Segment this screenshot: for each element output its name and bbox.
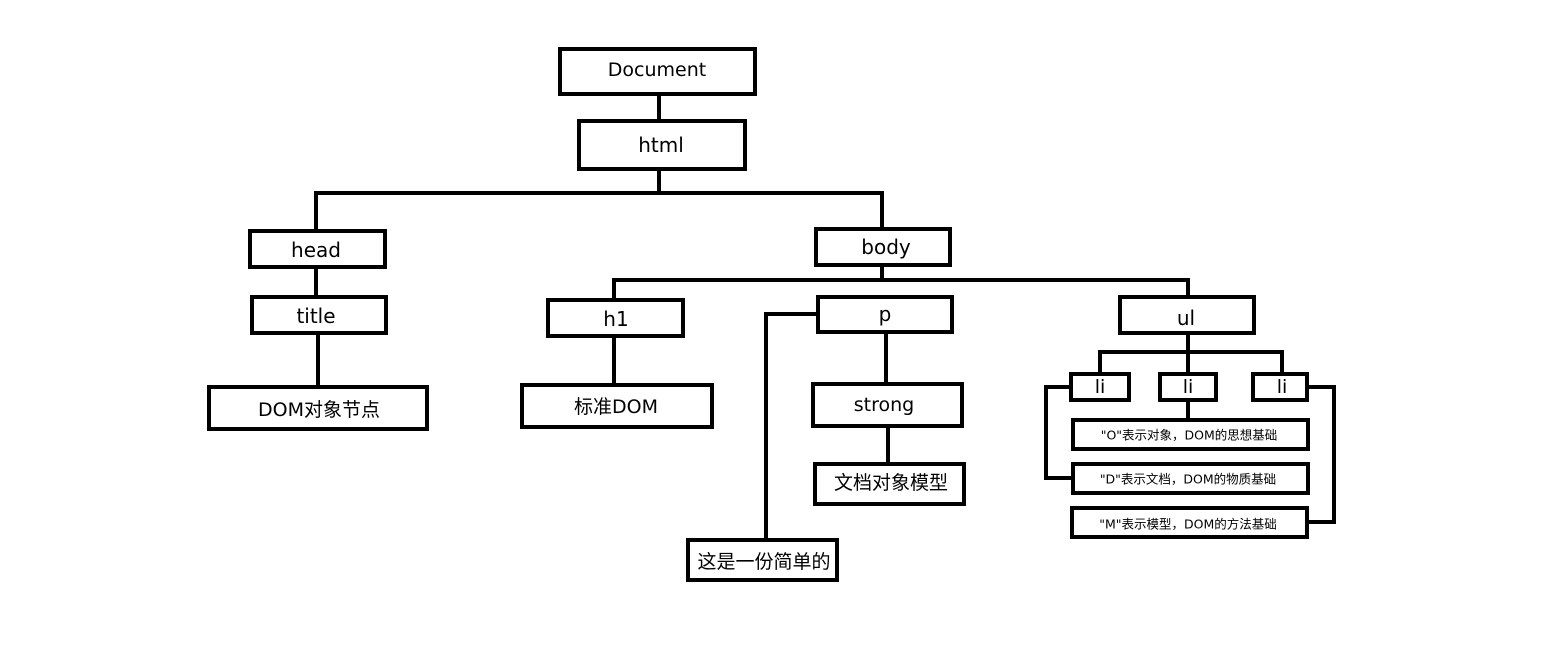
connector-p-text xyxy=(764,312,820,542)
node-p-text-box xyxy=(686,538,839,582)
node-li-2-text: "O"表示对象，DOM的思想基础 xyxy=(1071,418,1310,451)
node-p-label: p xyxy=(879,302,892,326)
node-html-box xyxy=(577,119,747,171)
node-strong-label: strong xyxy=(854,394,914,416)
node-head: head xyxy=(248,229,387,269)
node-ul-label: ul xyxy=(1177,306,1195,330)
node-title-text-label: DOM对象节点 xyxy=(258,399,380,421)
node-body: body xyxy=(814,227,952,267)
node-li-1-text-label: "O"表示对象，DOM的思想基础 xyxy=(1101,428,1278,443)
node-title-text: DOM对象节点 xyxy=(207,385,429,431)
node-strong: strong xyxy=(811,382,964,428)
node-strong-text-box xyxy=(813,462,966,506)
node-body-label: body xyxy=(861,235,911,259)
connector-li1-text xyxy=(1044,385,1075,480)
node-li-3: li xyxy=(1251,372,1309,402)
node-document-label: Document xyxy=(608,59,706,81)
node-ul: ul xyxy=(1118,295,1256,335)
node-li-1: li xyxy=(1069,372,1131,402)
node-html-label: html xyxy=(638,133,684,157)
node-strong-box xyxy=(811,382,964,428)
node-h1-label: h1 xyxy=(603,307,628,331)
connector-li3-text xyxy=(1305,385,1336,524)
node-li-3-text: "M"表示模型，DOM的方法基础 xyxy=(1070,506,1309,539)
connectors xyxy=(314,92,1336,542)
connector-body-children xyxy=(612,263,1190,302)
node-title-box xyxy=(250,295,388,335)
node-title: title xyxy=(250,295,388,335)
node-ul-box xyxy=(1118,295,1256,335)
node-li-1-label: li xyxy=(1095,376,1106,398)
node-h1: h1 xyxy=(546,298,685,338)
connector-html-children xyxy=(314,167,884,233)
node-p-text-label: 这是一份简单的 xyxy=(697,551,830,573)
node-li-2: li xyxy=(1158,372,1218,402)
node-h1-text-box xyxy=(520,383,714,429)
node-li-1-text: "D"表示文档，DOM的物质基础 xyxy=(1071,462,1310,495)
node-li-1-box xyxy=(1069,372,1131,402)
node-h1-text: 标准DOM xyxy=(520,383,714,429)
node-document: Document xyxy=(558,47,757,96)
node-p-box xyxy=(816,295,954,334)
node-html: html xyxy=(577,119,747,171)
node-li-2-box xyxy=(1158,372,1218,402)
node-head-label: head xyxy=(291,238,341,262)
node-title-text-box xyxy=(207,385,429,431)
node-h1-text-label: 标准DOM xyxy=(574,396,658,418)
node-li-3-label: li xyxy=(1277,376,1288,398)
node-strong-text-label: 文档对象模型 xyxy=(834,472,948,494)
node-li-2-label: li xyxy=(1183,376,1194,398)
node-li-2-text-label: "D"表示文档，DOM的物质基础 xyxy=(1100,472,1276,487)
node-li-2-text-box xyxy=(1071,418,1310,451)
node-p-text: 这是一份简单的 xyxy=(686,538,839,582)
node-strong-text: 文档对象模型 xyxy=(813,462,966,506)
node-title-label: title xyxy=(296,304,335,328)
node-document-box xyxy=(558,47,757,96)
connector-ul-children xyxy=(1098,331,1284,376)
node-li-3-text-label: "M"表示模型，DOM的方法基础 xyxy=(1099,517,1277,532)
node-li-3-text-box xyxy=(1070,506,1309,539)
node-p: p xyxy=(816,295,954,334)
node-li-1-text-box xyxy=(1071,462,1310,495)
node-h1-box xyxy=(546,298,685,338)
node-head-box xyxy=(248,229,387,269)
node-body-box xyxy=(814,227,952,267)
node-li-3-box xyxy=(1251,372,1309,402)
